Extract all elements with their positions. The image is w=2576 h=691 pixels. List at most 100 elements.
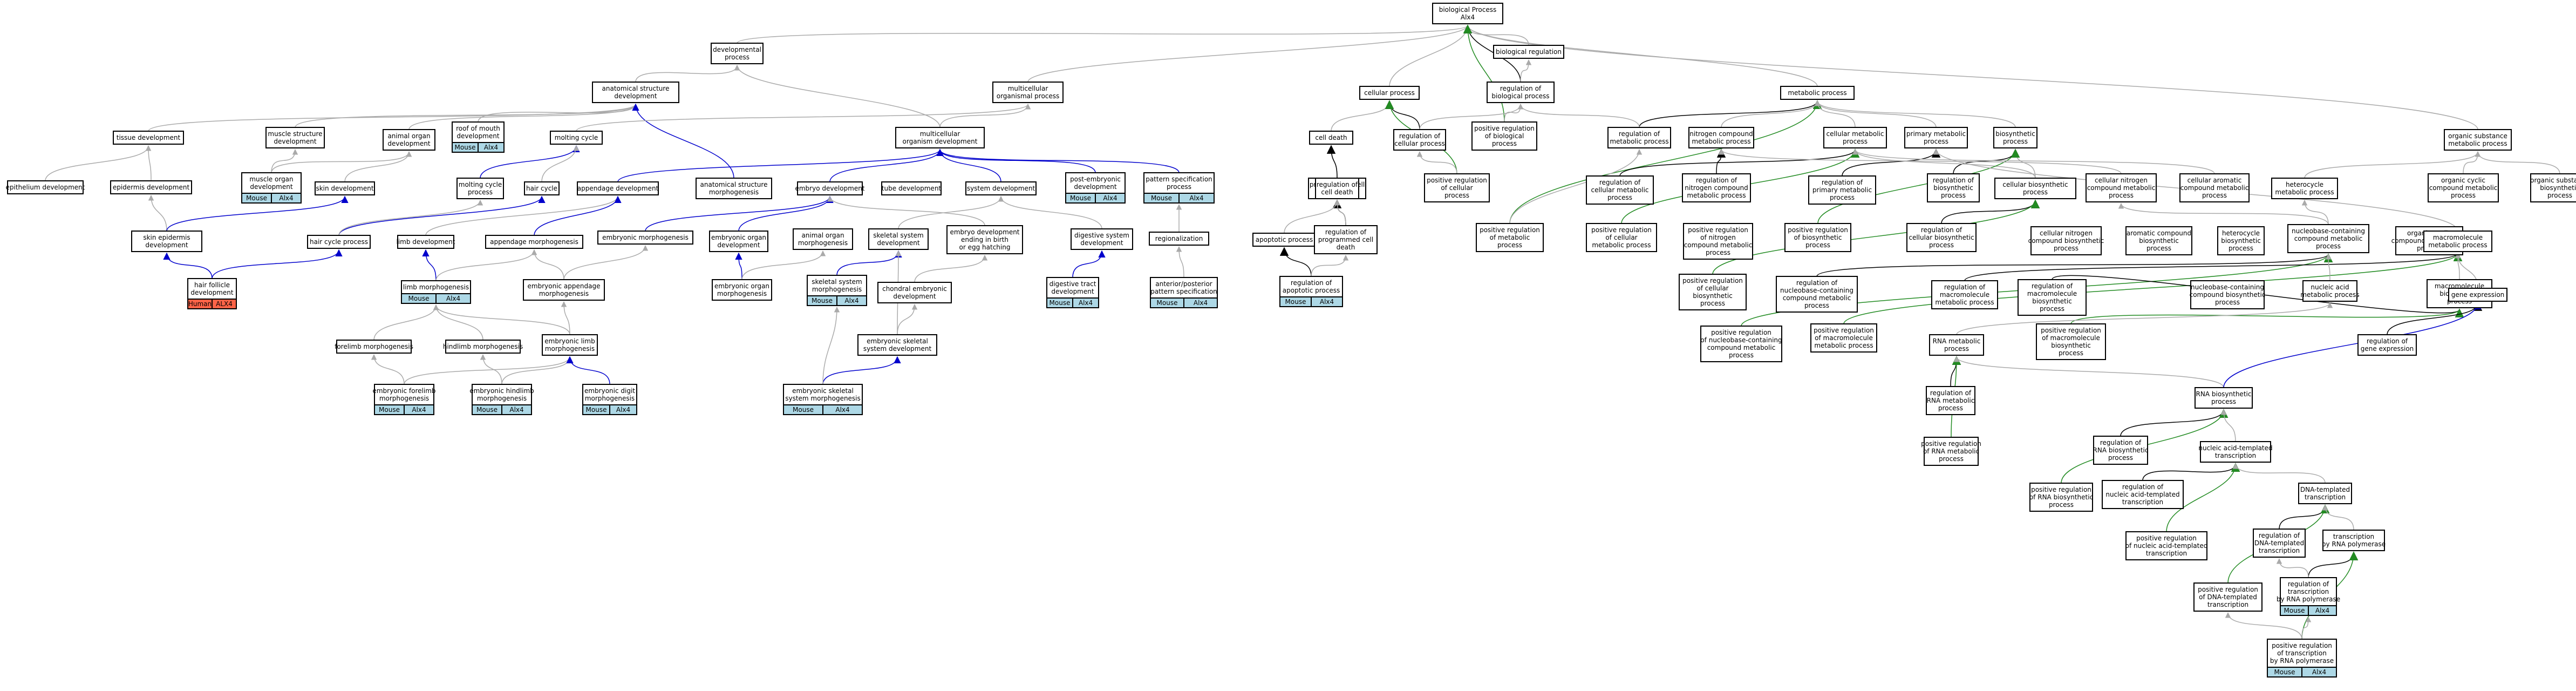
- go-term-celldeath[interactable]: cell death: [1309, 131, 1353, 145]
- go-term-osbiosyn[interactable]: organic substancebiosyntheticprocess: [2530, 173, 2576, 202]
- go-term-regionz[interactable]: regionalization: [1149, 232, 1209, 246]
- go-term-epidev[interactable]: epithelium development: [6, 180, 85, 194]
- go-term-mp[interactable]: metabolic process: [1780, 86, 1855, 100]
- go-term-rmacbiosyn[interactable]: regulation ofmacromoleculebiosyntheticpr…: [2018, 279, 2087, 316]
- go-term-breg[interactable]: biological regulation: [1493, 45, 1564, 59]
- go-term-embdev[interactable]: embryo development: [795, 181, 865, 195]
- go-term-sysdev[interactable]: system development: [965, 181, 1037, 195]
- go-term-apoptosis[interactable]: apoptotic process: [1252, 233, 1316, 247]
- go-term-hcp[interactable]: hair cycle process: [307, 235, 371, 249]
- go-term-limbdev[interactable]: limb development: [397, 235, 455, 249]
- go-term-embmorph[interactable]: embryonic morphogenesis: [597, 231, 693, 245]
- go-term-appmorph[interactable]: appendage morphogenesis: [485, 235, 583, 249]
- go-term-skindev[interactable]: skin development: [315, 181, 375, 195]
- go-term-hindlimb[interactable]: hindlimb morphogenesis: [443, 340, 523, 354]
- go-term-mcyc[interactable]: molting cycle: [550, 131, 603, 145]
- go-term-tisdev[interactable]: tissue development: [113, 131, 184, 145]
- go-term-forelimb[interactable]: forelimb morphogenesis: [335, 340, 413, 354]
- go-term-hcyc[interactable]: hair cycle: [524, 181, 560, 195]
- go-term-appdev[interactable]: appendage development: [577, 181, 659, 195]
- go-term-cp[interactable]: cellular process: [1359, 86, 1420, 100]
- go-term-epiddev[interactable]: epidermis development: [110, 180, 192, 194]
